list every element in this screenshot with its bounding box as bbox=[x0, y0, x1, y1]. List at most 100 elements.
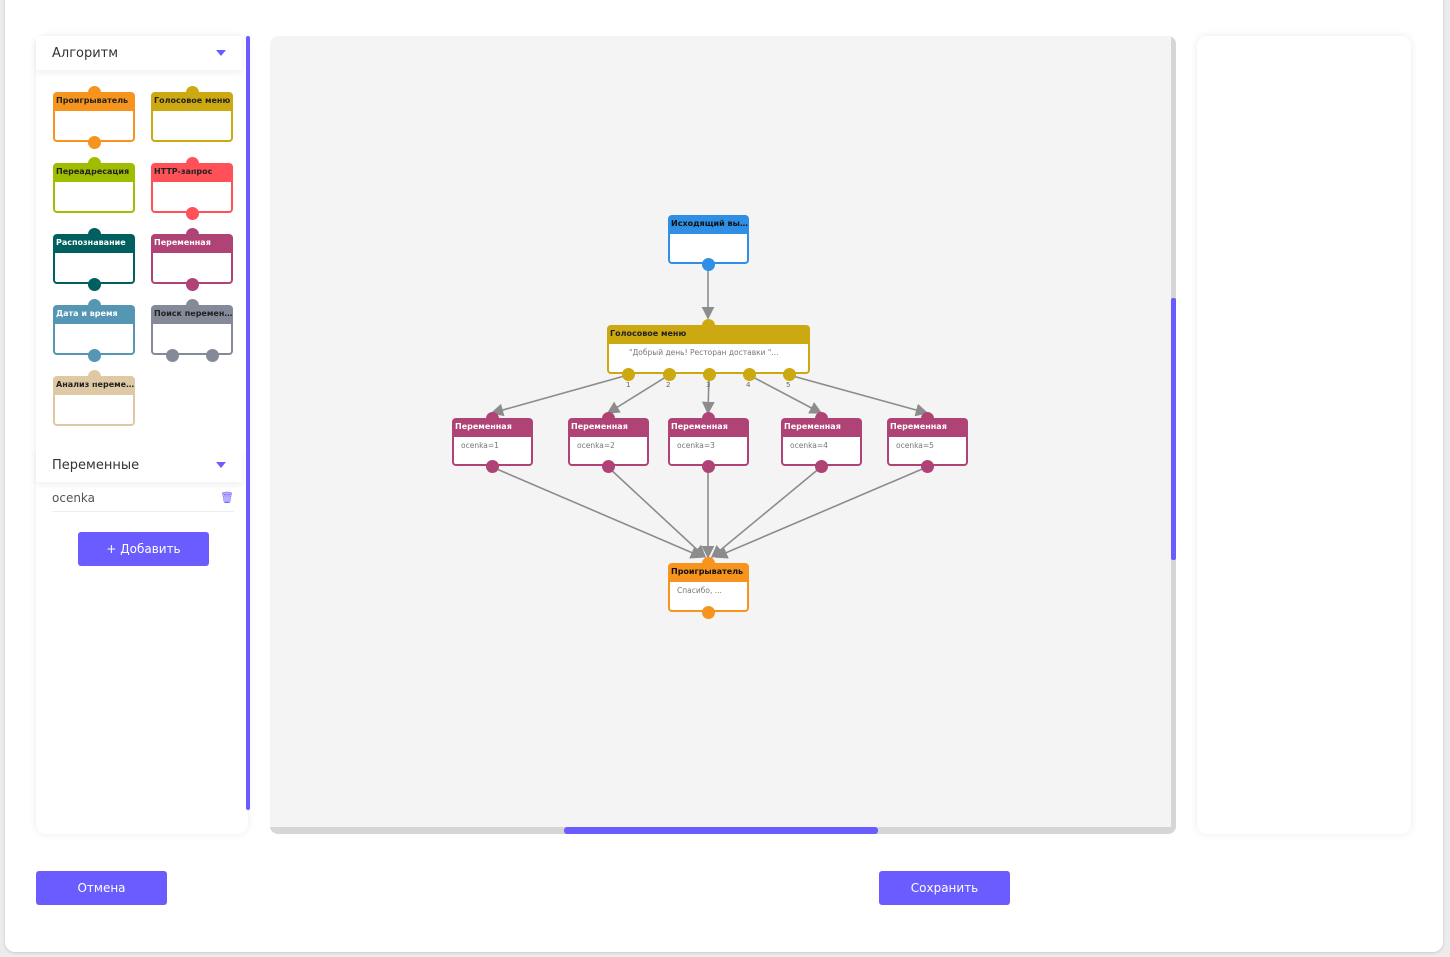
input-port[interactable] bbox=[87, 298, 101, 312]
node-title: Переменная bbox=[568, 418, 649, 436]
output-port[interactable] bbox=[205, 348, 219, 362]
input-port[interactable] bbox=[185, 227, 199, 241]
horizontal-scrollbar-thumb[interactable] bbox=[564, 827, 878, 834]
node-title: Голосовое меню bbox=[607, 325, 810, 343]
node-body bbox=[151, 109, 233, 142]
right-panel bbox=[1197, 36, 1411, 834]
node-title: Переменная bbox=[452, 418, 533, 436]
edge[interactable] bbox=[788, 374, 929, 417]
chevron-down-icon bbox=[216, 462, 226, 468]
node-title: Анализ переме... bbox=[53, 376, 135, 394]
input-port[interactable] bbox=[701, 318, 715, 332]
output-label: 2 bbox=[666, 381, 671, 389]
palette-node[interactable]: Анализ переме... bbox=[53, 369, 135, 426]
output-port[interactable] bbox=[87, 348, 101, 362]
palette-node[interactable]: Распознавание bbox=[53, 227, 135, 291]
output-port[interactable] bbox=[782, 367, 796, 381]
output-port[interactable] bbox=[701, 257, 715, 271]
palette-node[interactable]: Поиск перемен... bbox=[151, 298, 233, 362]
palette-node[interactable]: Переадресация bbox=[53, 156, 135, 213]
input-port[interactable] bbox=[701, 556, 715, 570]
node-title: Распознавание bbox=[53, 234, 135, 252]
output-port[interactable] bbox=[742, 367, 756, 381]
palette-node[interactable]: Дата и время bbox=[53, 298, 135, 362]
input-port[interactable] bbox=[185, 156, 199, 170]
input-port[interactable] bbox=[185, 85, 199, 99]
vertical-scrollbar-thumb[interactable] bbox=[1171, 298, 1176, 560]
cancel-button[interactable]: Отмена bbox=[36, 871, 167, 905]
output-port[interactable] bbox=[814, 459, 828, 473]
vertical-scrollbar-track[interactable] bbox=[1171, 36, 1176, 834]
output-port[interactable] bbox=[87, 135, 101, 149]
node-title: Переменная bbox=[151, 234, 233, 252]
output-port[interactable] bbox=[485, 459, 499, 473]
output-port[interactable] bbox=[185, 206, 199, 220]
output-label: 4 bbox=[746, 381, 751, 389]
input-port[interactable] bbox=[601, 411, 615, 425]
output-port[interactable] bbox=[165, 348, 179, 362]
edge[interactable] bbox=[701, 374, 715, 415]
node-title: Переадресация bbox=[53, 163, 135, 181]
output-label: 5 bbox=[786, 381, 791, 389]
output-port[interactable] bbox=[701, 459, 715, 473]
output-port[interactable] bbox=[920, 459, 934, 473]
algorithm-title: Алгоритм bbox=[52, 45, 119, 61]
edge[interactable] bbox=[710, 466, 822, 559]
node-title: Проигрыватель bbox=[53, 92, 135, 110]
algorithm-section-header[interactable]: Алгоритм bbox=[36, 36, 242, 70]
node-title: Переменная bbox=[781, 418, 862, 436]
output-port[interactable] bbox=[87, 277, 101, 291]
palette-node[interactable]: HTTP-запрос bbox=[151, 156, 233, 220]
node-title: Дата и время bbox=[53, 305, 135, 323]
palette-node[interactable]: Переменная bbox=[151, 227, 233, 291]
input-port[interactable] bbox=[485, 411, 499, 425]
edge[interactable] bbox=[490, 374, 629, 417]
input-port[interactable] bbox=[920, 411, 934, 425]
node-title: Переменная bbox=[668, 418, 749, 436]
variables-section-header[interactable]: Переменные bbox=[36, 448, 242, 482]
input-port[interactable] bbox=[87, 369, 101, 383]
input-port[interactable] bbox=[87, 85, 101, 99]
output-port[interactable] bbox=[702, 367, 716, 381]
output-port[interactable] bbox=[185, 277, 199, 291]
edge[interactable] bbox=[491, 466, 704, 559]
input-port[interactable] bbox=[87, 156, 101, 170]
node-body bbox=[151, 322, 233, 355]
save-button[interactable]: Сохранить bbox=[879, 871, 1010, 905]
add-variable-button[interactable]: + Добавить bbox=[78, 532, 209, 566]
sidebar-scrollbar[interactable] bbox=[246, 36, 250, 810]
input-port[interactable] bbox=[701, 411, 715, 425]
edges-layer bbox=[490, 264, 929, 559]
edge[interactable] bbox=[714, 466, 928, 559]
variables-title: Переменные bbox=[52, 457, 140, 473]
output-port[interactable] bbox=[662, 367, 676, 381]
node-outgoing-call[interactable]: Исходящий вызов bbox=[668, 215, 749, 271]
variable-item[interactable]: ocenka 🗑 bbox=[52, 484, 234, 512]
node-title: Поиск перемен... bbox=[151, 305, 233, 323]
input-port[interactable] bbox=[814, 411, 828, 425]
input-port[interactable] bbox=[87, 227, 101, 241]
input-port[interactable] bbox=[185, 298, 199, 312]
node-voice-menu[interactable]: Голосовое меню"Добрый день! Ресторан дос… bbox=[607, 318, 810, 381]
edge[interactable] bbox=[607, 466, 707, 559]
output-port[interactable] bbox=[621, 367, 635, 381]
variable-name: ocenka bbox=[52, 490, 96, 505]
node-title: Проигрыватель bbox=[668, 563, 749, 581]
edge[interactable] bbox=[748, 374, 823, 414]
trash-icon[interactable]: 🗑 bbox=[220, 491, 234, 504]
output-port[interactable] bbox=[701, 605, 715, 619]
output-port[interactable] bbox=[601, 459, 615, 473]
palette-node[interactable]: Голосовое меню bbox=[151, 85, 233, 142]
palette-node[interactable]: Проигрыватель bbox=[53, 85, 135, 149]
node-body bbox=[53, 393, 135, 426]
edge[interactable] bbox=[606, 374, 670, 414]
horizontal-scrollbar-track[interactable] bbox=[270, 827, 1176, 834]
